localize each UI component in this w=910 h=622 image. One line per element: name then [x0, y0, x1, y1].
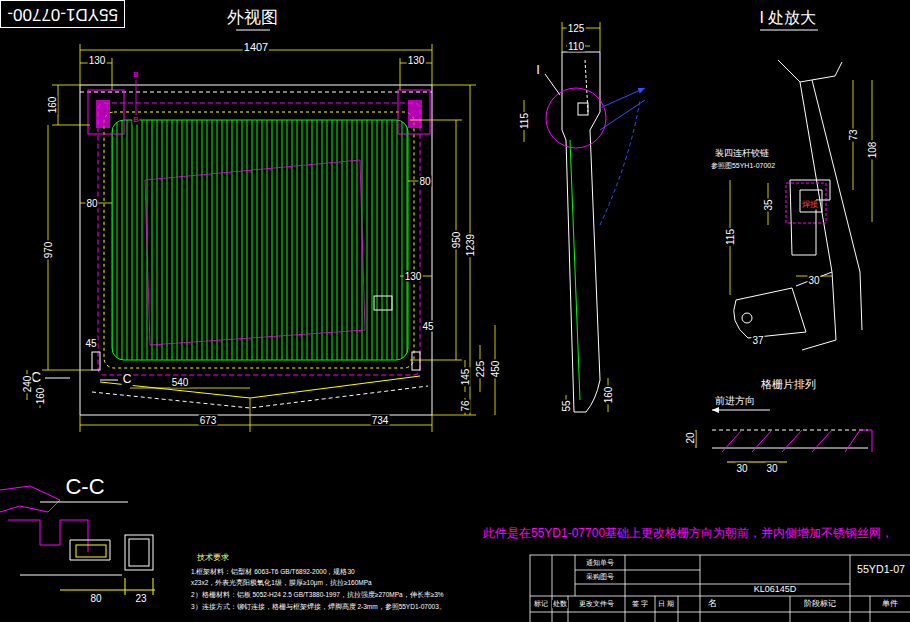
drawing-text: 处数 — [552, 600, 568, 608]
drawing-text: 45 — [84, 338, 97, 349]
dimension-text: 145 — [460, 368, 471, 387]
dimension-text: 160 — [603, 386, 614, 405]
drawing-text: KL06145D — [753, 585, 798, 595]
drawing-text: 125 — [567, 23, 586, 34]
drawing-text: 45 — [421, 321, 434, 332]
drawing-text: 阶段标记 — [803, 600, 837, 609]
dimension-text: 108 — [867, 141, 878, 160]
dimension-text: 450 — [490, 360, 501, 379]
dimension-text: 73 — [848, 128, 859, 141]
drawing-text: 80 — [89, 593, 102, 604]
drawing-text: 此件是在55YD1-07700基础上更改格栅方向为朝前，并内侧增加不锈钢丝网， — [482, 527, 894, 540]
drawing-text: 80 — [418, 176, 431, 187]
drawing-text: 540 — [171, 377, 190, 388]
dimension-text: 55 — [561, 399, 572, 412]
drawing-text: 110 — [567, 41, 585, 52]
drawing-text: 80 — [85, 198, 98, 209]
dimension-text: 225 — [475, 360, 486, 379]
dimension-text: 240 — [22, 375, 33, 394]
dimension-text: 970 — [43, 241, 54, 260]
drawing-text: 734 — [371, 415, 390, 426]
drawing-text: 2）格栅材料：铝板 5052-H24 2.5 GB/T3880-1997，抗拉强… — [190, 591, 445, 598]
drawing-text: 673 — [199, 415, 218, 426]
drawing-text: 日 期 — [657, 600, 675, 608]
dimension-text: 160 — [35, 387, 46, 406]
drawing-text: I — [535, 63, 541, 77]
dimension-text: 35 — [763, 198, 774, 211]
drawing-text: 技术要求 — [196, 554, 230, 563]
drawing-text: 更改文件号 — [578, 600, 615, 608]
drawing-text: 37 — [751, 335, 764, 346]
drawing-text: C-C — [64, 475, 105, 499]
dimension-text: 1239 — [465, 233, 476, 257]
drawing-text: B — [132, 71, 139, 80]
drawing-text: 1.框架材料：铝型材 6063-T6 GB/T6892-2000，规格30 — [190, 568, 356, 575]
drawing-text: B — [132, 116, 139, 125]
drawing-text: 3）连接方式：铆钉连接，格栅与框架焊接，焊脚高度 2-3mm，参照55YD1-0… — [190, 603, 447, 610]
dimension-text: 115 — [519, 112, 530, 130]
drawing-text: 格栅片排列 — [760, 378, 817, 390]
drawing-text: 30 — [807, 275, 820, 286]
drawing-text: x23x2，外表光亮阳极氧化1级，膜厚≥10μm，抗拉≥160MPa — [190, 579, 373, 586]
dimension-text: 160 — [47, 96, 58, 115]
drawing-number-box: 55YD1-07700- — [0, 0, 125, 28]
drawing-text: 1407 — [243, 41, 269, 53]
drawing-text: 30 — [765, 463, 778, 474]
drawing-text: 参照图55YH1-07002 — [710, 162, 776, 170]
drawing-text: 装四连杆铰链 — [714, 149, 770, 159]
drawing-text: 签 字 — [631, 600, 649, 608]
drawing-text: 单件 — [881, 600, 899, 609]
drawing-text: 130 — [88, 55, 107, 66]
dimension-text: 950 — [451, 231, 462, 250]
drawing-text: 名 — [707, 599, 718, 609]
drawing-number: 55YD1-07700- — [7, 4, 118, 24]
drawing-text: 30 — [735, 463, 748, 474]
drawing-text: 130 — [404, 271, 423, 282]
drawing-text: I 处放大 — [759, 9, 818, 27]
dimension-text: 115 — [725, 228, 736, 246]
drawing-text: 采购图号 — [585, 573, 615, 581]
drawing-text: 焊接 — [801, 201, 819, 210]
drawing-text: C — [122, 373, 133, 386]
dimension-text: 20 — [685, 431, 696, 444]
dimension-text: 76 — [460, 399, 471, 412]
drawing-text: 前进方向 — [714, 395, 756, 406]
drawing-text: 55YD1-07 — [856, 564, 906, 576]
drawing-text: 23 — [134, 593, 147, 604]
drawing-text: 130 — [407, 55, 426, 66]
drawing-text: 外视图 — [226, 9, 279, 28]
drawing-text: 通知单号 — [585, 559, 615, 567]
drawing-text: 标记 — [533, 600, 549, 608]
